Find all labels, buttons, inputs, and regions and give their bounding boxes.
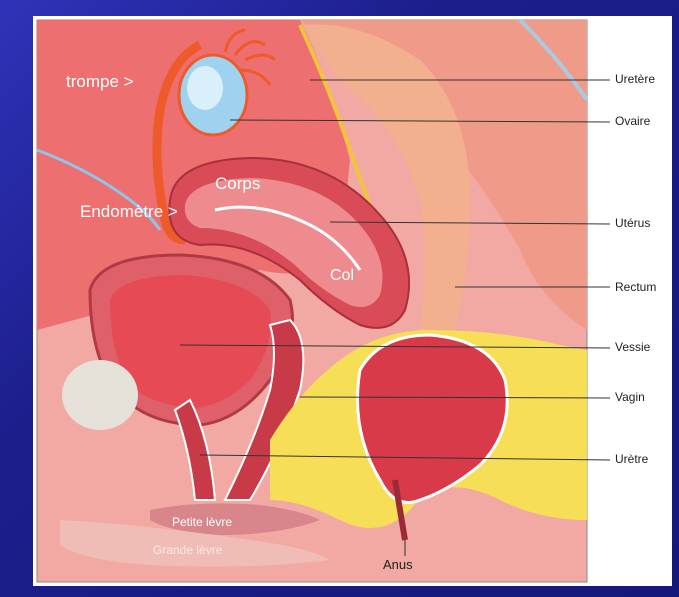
label-uretere: Uretère	[615, 72, 655, 86]
label-uterus: Utérus	[615, 216, 650, 230]
label-vessie: Vessie	[615, 340, 650, 354]
label-vagin: Vagin	[615, 390, 645, 404]
label-trompe: trompe >	[66, 72, 134, 92]
label-corps: Corps	[215, 174, 260, 194]
label-anus: Anus	[383, 557, 413, 572]
label-col: Col	[330, 267, 354, 285]
pubic-bone	[62, 360, 138, 430]
label-uretre: Urètre	[615, 452, 648, 466]
label-ovaire: Ovaire	[615, 114, 650, 128]
label-endometre: Endomètre >	[80, 202, 178, 222]
ovary-highlight	[187, 66, 223, 110]
label-grande-levre: Grande lèvre	[153, 543, 222, 557]
label-petite-levre: Petite lèvre	[172, 515, 232, 529]
label-rectum: Rectum	[615, 280, 656, 294]
